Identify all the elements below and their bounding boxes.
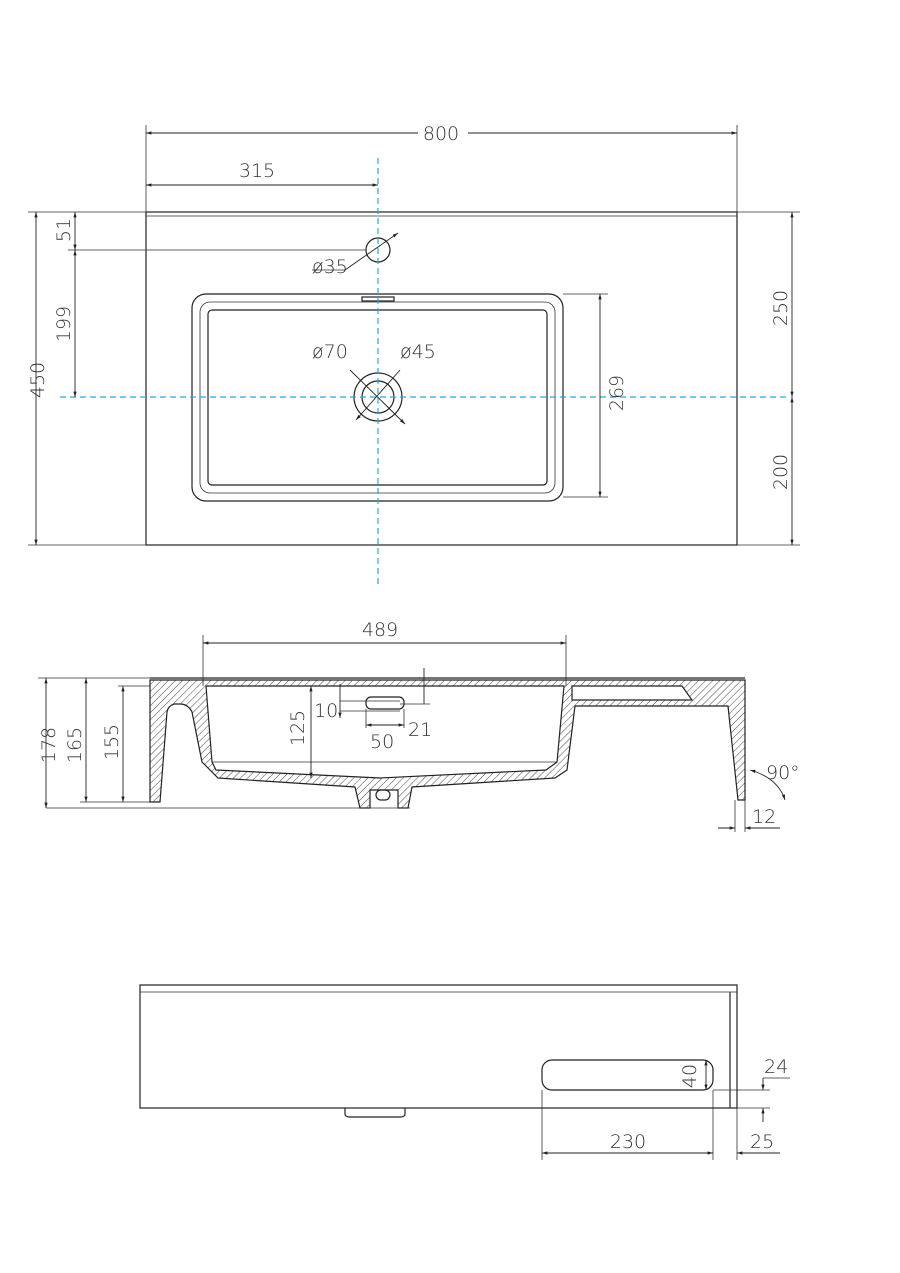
- dim-199: 199: [53, 306, 75, 342]
- dim-200: 200: [770, 454, 792, 490]
- dim-250: 250: [770, 290, 792, 326]
- dim-25: 25: [750, 1131, 774, 1153]
- section-view: 489 178 165 155 125 10 21 50 90° 12: [38, 619, 800, 832]
- dim-drain-inner: ø45: [400, 341, 436, 363]
- drain-bump: [344, 1108, 406, 1118]
- dim-12: 12: [752, 806, 776, 828]
- dim-10: 10: [314, 700, 338, 722]
- dim-40: 40: [679, 1064, 701, 1088]
- dim-125: 125: [287, 710, 309, 746]
- top-view: 800 315 450 51 199 250 200 269 ø35 ø70 ø…: [27, 123, 800, 588]
- dim-800: 800: [423, 123, 459, 145]
- side-slot: [541, 1059, 714, 1091]
- front-outline: [139, 984, 738, 1109]
- dim-450: 450: [27, 362, 49, 398]
- dim-24: 24: [764, 1056, 788, 1078]
- countertop-outline: [145, 211, 738, 546]
- dim-315: 315: [239, 160, 275, 182]
- overflow-opening: [365, 696, 405, 710]
- dim-angle: 90°: [766, 762, 800, 784]
- dim-drain-outer: ø70: [312, 341, 348, 363]
- dim-50: 50: [370, 731, 394, 753]
- dim-51: 51: [53, 218, 75, 242]
- dim-269: 269: [606, 375, 628, 411]
- dim-21: 21: [408, 719, 432, 741]
- front-view: 230 25 40 24: [139, 984, 790, 1160]
- dim-155: 155: [101, 724, 123, 760]
- section-hatched-body: [149, 679, 746, 809]
- dim-tap-hole: ø35: [312, 256, 348, 278]
- dim-178: 178: [38, 727, 60, 763]
- dim-489: 489: [362, 619, 398, 641]
- dim-165: 165: [64, 727, 86, 763]
- drain-outlet: [375, 789, 391, 801]
- dim-230: 230: [610, 1131, 646, 1153]
